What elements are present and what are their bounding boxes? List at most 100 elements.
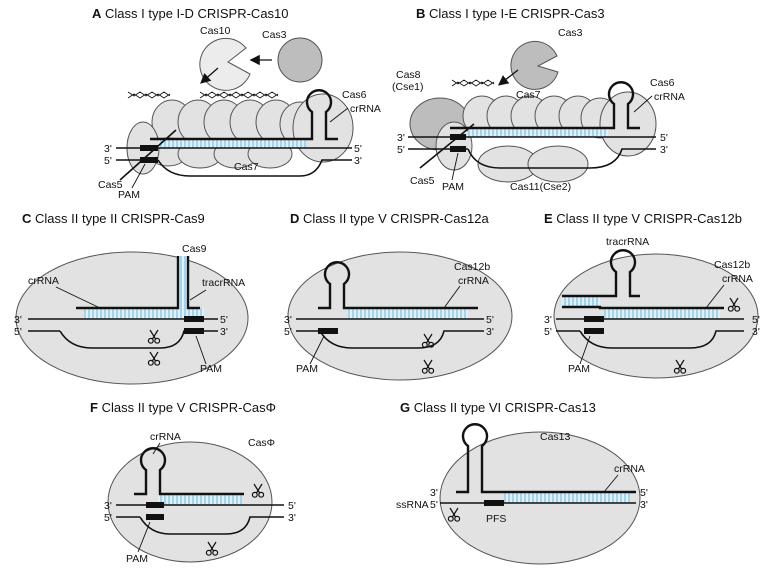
crrna-strand [456,423,636,494]
pam-block [318,328,338,334]
cas3-protein [277,37,323,83]
strand-end: 3' [660,144,668,156]
target-strand [119,129,177,181]
strand-end: 3' [14,314,22,326]
hybrid-duplex [468,128,608,137]
panel-b-title: B Class I type I-E CRISPR-Cas3 [416,6,605,21]
panel-b: B Class I type I-E CRISPR-Cas3 Cas3 Cas8… [392,6,685,193]
strand-end: 3' [430,487,438,499]
pfs-label: PFS [486,513,506,525]
cas8-label: Cas8 [396,69,421,81]
panel-e-title: E Class II type V CRISPR-Cas12b [544,211,742,226]
strand-end: 5' [354,143,362,155]
strand-end: 3' [354,155,362,167]
cas11-label: Cas11(Cse2) [510,181,571,193]
strand-end: 3' [104,500,112,512]
strand-end: 5' [752,314,760,326]
arrow-icon [497,69,519,86]
strand-end: 3' [397,132,405,144]
cas10-protein [199,37,251,91]
tracrrna-strand [186,256,200,310]
cas9-label: Cas9 [182,243,207,255]
pam-block [140,145,158,151]
hybrid-duplex [562,296,600,307]
panel-e: E Class II type V CRISPR-Cas12b 3' 5' 5'… [544,211,760,379]
crrna-strand [318,261,478,310]
strand-end: 5' [486,314,494,326]
hybrid-duplex [504,492,630,503]
pam-label: PAM [296,363,318,375]
crrna-label: crRNA [614,463,645,475]
crrna-strand [76,256,180,310]
pam-block [146,514,164,520]
cas12b-label: Cas12b [714,259,750,271]
strand-end: 5' [397,144,405,156]
tracrrna-stem [178,256,188,308]
panel-f: F Class II type V CRISPR-CasΦ 3' 5' 5' 3… [90,400,296,565]
cse1-label: (Cse1) [392,81,424,93]
pam-label: PAM [126,553,148,565]
pam-label: PAM [118,189,140,201]
pam-block [450,146,466,152]
panel-a: A Class I type I-D CRISPR-Cas10 Cas10 Ca… [92,6,381,201]
strand-end: 5' [14,326,22,338]
target-strand [419,123,475,169]
panel-c-title: C Class II type II CRISPR-Cas9 [22,211,205,226]
pam-block [584,316,604,322]
strand-end: 3' [486,326,494,338]
arrow-icon [200,67,219,84]
strand-end: 5' [430,499,438,511]
strand-end: 5' [288,500,296,512]
strand-end: 5' [660,132,668,144]
cas13-label: Cas13 [540,431,571,443]
cas12b-label: Cas12b [454,261,490,273]
cas3-label: Cas3 [558,27,583,39]
strand-end: 5' [544,326,552,338]
crrna-label: crRNA [654,91,685,103]
cas10-label: Cas10 [200,25,231,37]
degraded-dna [127,91,279,99]
strand-end: 3' [288,512,296,524]
strand-end: 5' [104,155,112,167]
crrna-strand [134,447,244,496]
degraded-dna [451,79,495,87]
strand-end: 3' [752,326,760,338]
crrna-label: crRNA [350,103,381,115]
cas3-protein [510,40,559,90]
cas6-label: Cas6 [650,77,675,89]
pam-label: PAM [200,363,222,375]
panel-d-title: D Class II type V CRISPR-Cas12a [290,211,489,226]
strand-end: 5' [640,487,648,499]
casphi-label: CasΦ [248,437,275,449]
strand-end: 3' [640,499,648,511]
strand-end: 3' [284,314,292,326]
cas5-label: Cas5 [410,175,435,187]
crrna-strand [150,89,338,141]
pam-block [146,502,164,508]
pam-block [450,134,466,140]
tracrrna-strand [562,249,640,298]
strand-end: 5' [220,314,228,326]
panel-f-title: F Class II type V CRISPR-CasΦ [90,400,276,415]
strand-end: 5' [284,326,292,338]
strand-end: 5' [104,512,112,524]
pfs-block [484,500,504,506]
cas7-backbone [147,99,321,169]
strand-end: 3' [544,314,552,326]
pam-label: PAM [568,363,590,375]
cas7-label: Cas7 [234,161,259,173]
panel-c: C Class II type II CRISPR-Cas9 3' 5' 5' … [14,211,249,385]
hybrid-duplex [348,308,468,319]
hybrid-duplex [84,308,204,319]
strand-end: 3' [104,143,112,155]
crrna-label: crRNA [28,275,59,287]
cas3-label: Cas3 [262,29,287,41]
tracrrna-label: tracrRNA [606,236,649,248]
crrna-label: crRNA [150,431,181,443]
hybrid-duplex [158,494,242,505]
pam-block [140,157,158,163]
cas5-label: Cas5 [98,179,123,191]
pam-block [184,316,204,322]
strand-end: 3' [220,326,228,338]
